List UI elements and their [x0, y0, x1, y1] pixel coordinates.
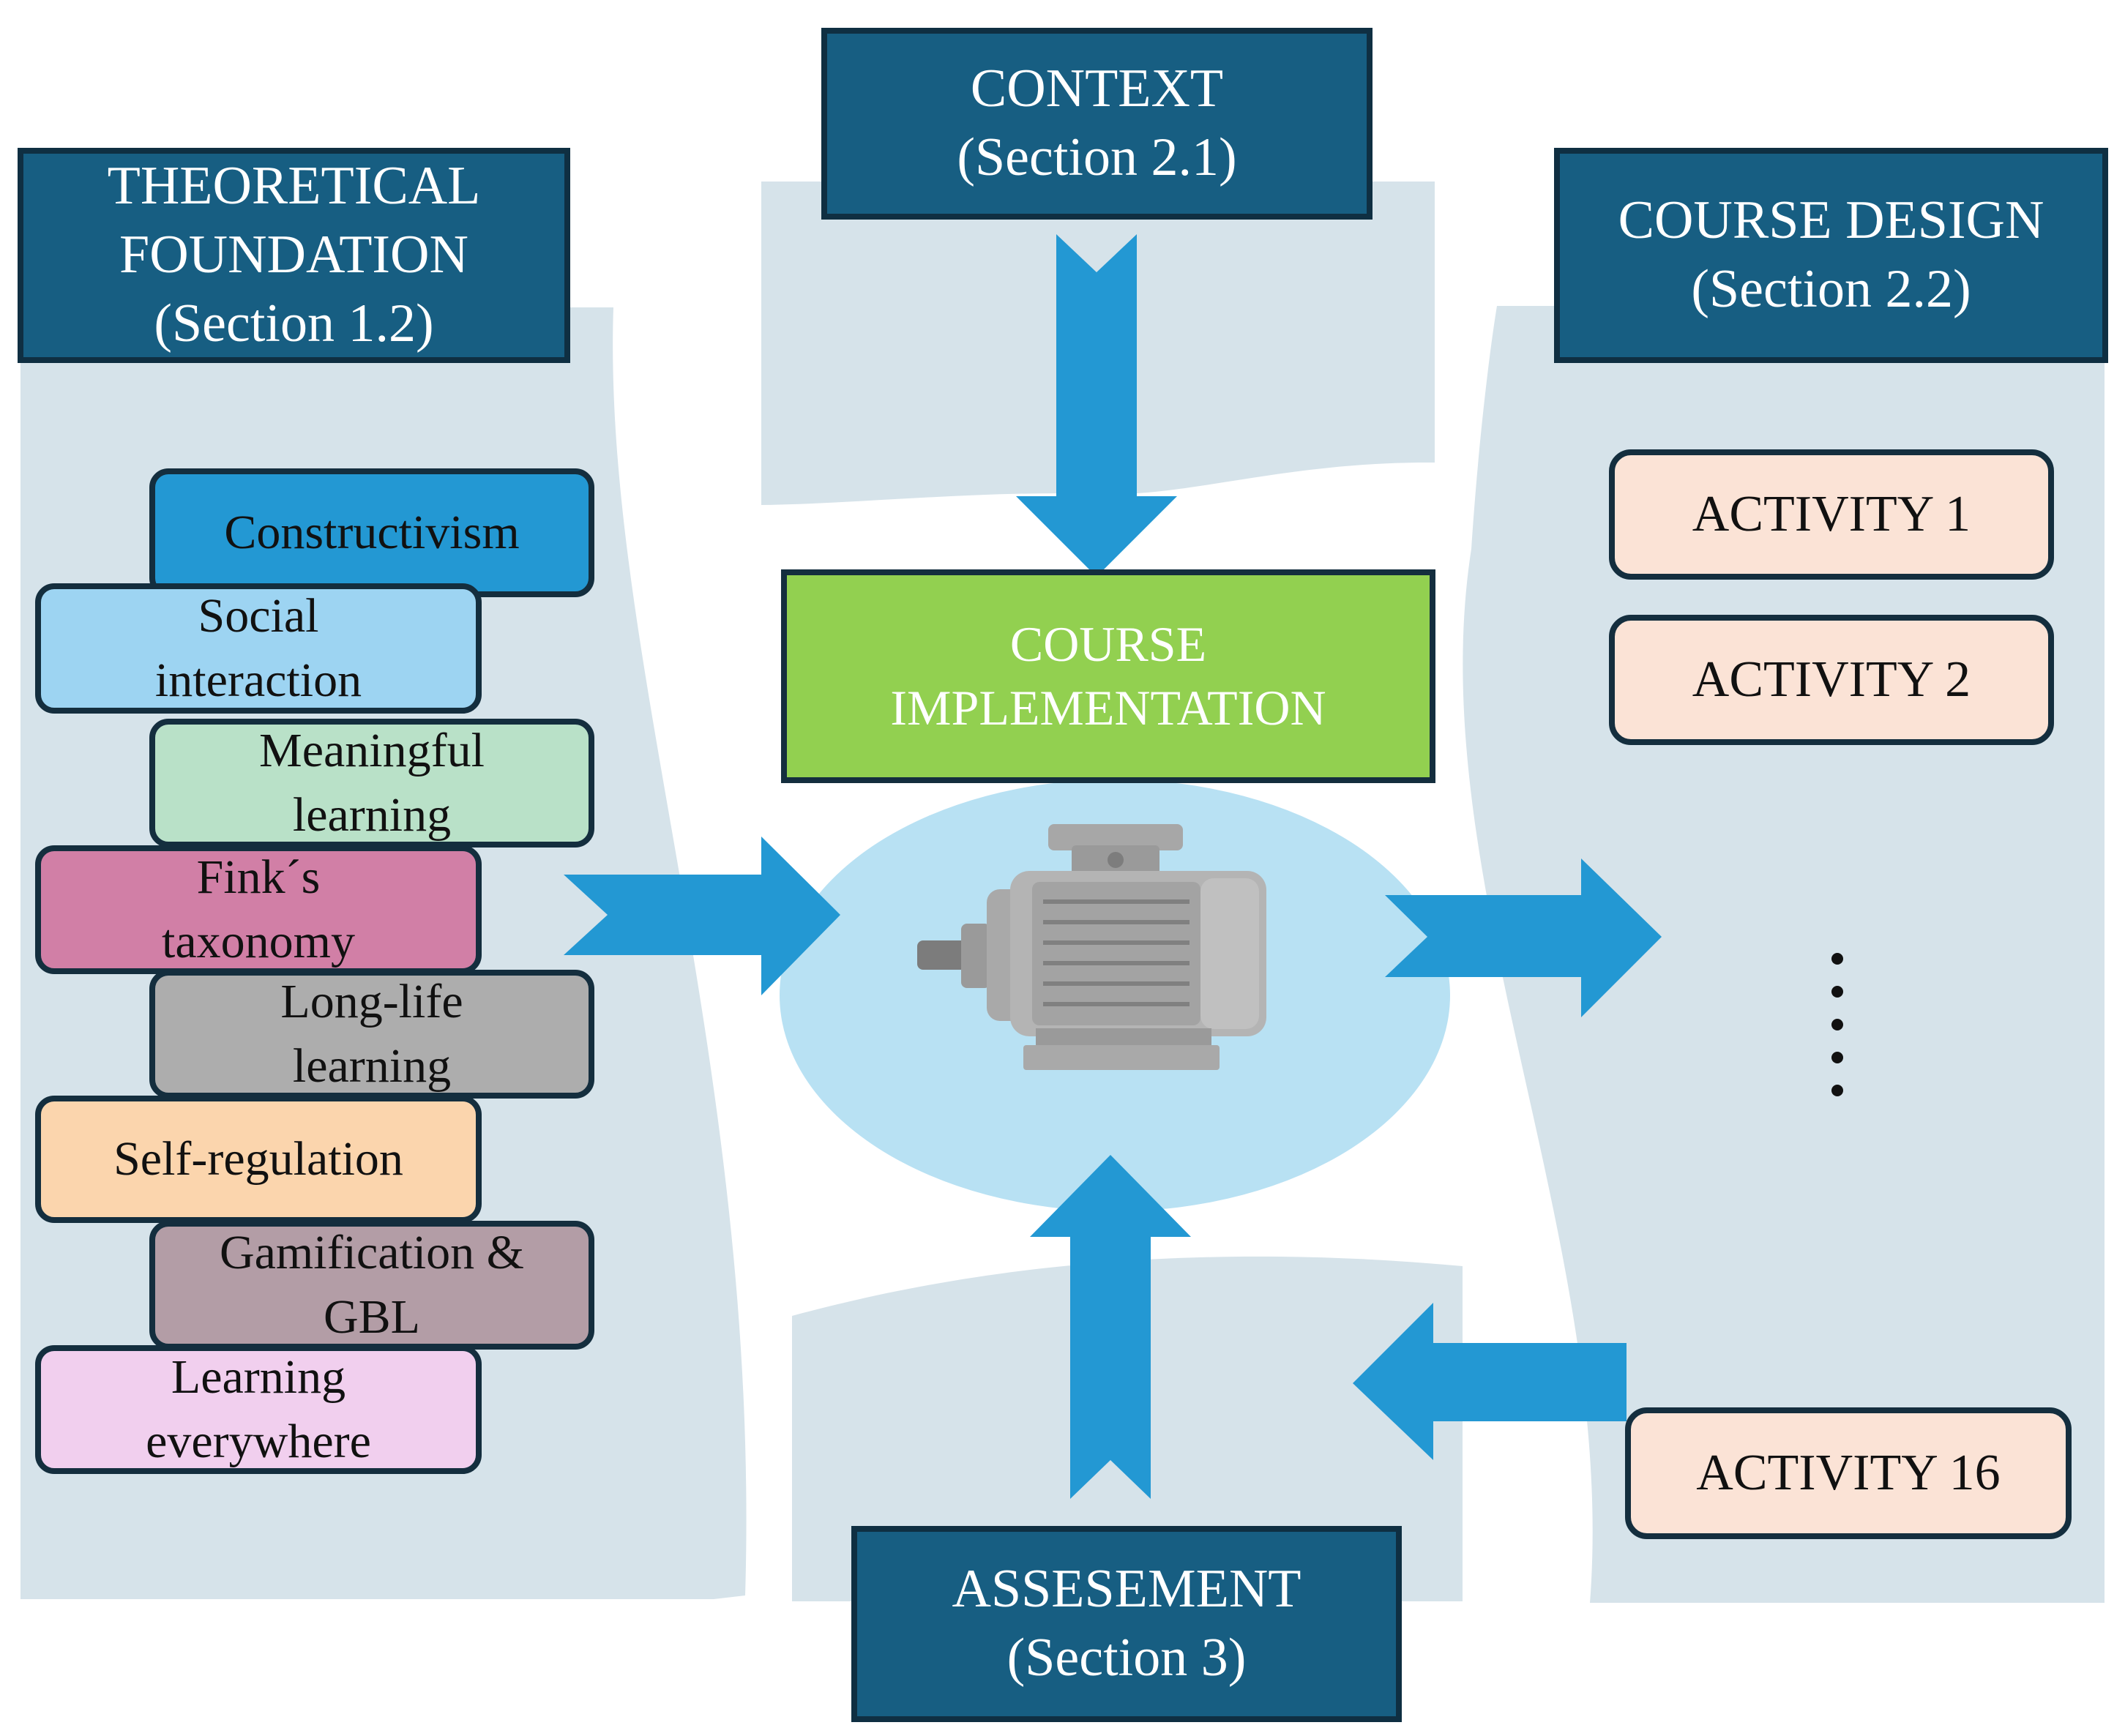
vertical-dots-icon	[1831, 953, 1843, 1096]
theoretical-foundation-header: THEORETICAL FOUNDATION (Section 1.2)	[18, 148, 570, 363]
concept-label: Fink´s taxonomy	[162, 850, 355, 968]
theoretical-section: (Section 1.2)	[154, 293, 434, 353]
context-title: CONTEXT	[970, 59, 1224, 119]
activity-label: ACTIVITY 2	[1692, 651, 1971, 708]
assessment-header: ASSESEMENT (Section 3)	[851, 1526, 1402, 1722]
course-design-header: COURSE DESIGN (Section 2.2)	[1554, 148, 2108, 363]
concept-label: Long-life learning	[280, 974, 463, 1093]
activity-label: ACTIVITY 16	[1696, 1445, 2001, 1501]
concept-label: Social interaction	[154, 588, 362, 707]
concept-constructivism: Constructivism	[149, 468, 594, 597]
concept-gamification-gbl: Gamification & GBL	[149, 1221, 594, 1350]
concept-label: Self-regulation	[113, 1131, 403, 1186]
assessment-title: ASSESEMENT	[952, 1559, 1301, 1620]
arrow-assessment-up	[1030, 1155, 1191, 1499]
activity-1-box: ACTIVITY 1	[1609, 449, 2054, 580]
activity-2-box: ACTIVITY 2	[1609, 615, 2054, 745]
concept-meaningful-learning: Meaningful learning	[149, 719, 594, 848]
concept-long-life-learning: Long-life learning	[149, 970, 594, 1099]
electric-motor-icon	[917, 824, 1266, 1070]
assessment-section: (Section 3)	[1007, 1628, 1247, 1688]
course-implementation-box: COURSE IMPLEMENTATION	[781, 569, 1435, 783]
arrow-center-to-design	[1385, 858, 1662, 1017]
context-section: (Section 2.1)	[957, 127, 1237, 187]
arrow-activity-to-implementation	[1353, 1303, 1627, 1460]
concept-label: Constructivism	[224, 505, 520, 559]
activity-16-box: ACTIVITY 16	[1625, 1407, 2072, 1539]
context-header: CONTEXT (Section 2.1)	[821, 28, 1373, 220]
concept-learning-everywhere: Learning everywhere	[35, 1345, 482, 1474]
course-design-title: COURSE DESIGN	[1618, 190, 2044, 251]
concept-self-regulation: Self-regulation	[35, 1096, 482, 1223]
theoretical-title: THEORETICAL FOUNDATION	[107, 156, 481, 285]
course-implementation-label: COURSE IMPLEMENTATION	[890, 616, 1326, 736]
concept-label: Gamification & GBL	[219, 1225, 525, 1344]
activity-label: ACTIVITY 1	[1692, 486, 1971, 542]
concept-social-interaction: Social interaction	[35, 583, 482, 714]
concept-label: Meaningful learning	[259, 723, 485, 842]
concept-finks-taxonomy: Fink´s taxonomy	[35, 845, 482, 974]
concept-label: Learning everywhere	[146, 1350, 371, 1468]
arrow-context-down	[1016, 234, 1177, 577]
course-design-section: (Section 2.2)	[1691, 259, 1971, 319]
arrow-theory-right	[564, 837, 840, 995]
